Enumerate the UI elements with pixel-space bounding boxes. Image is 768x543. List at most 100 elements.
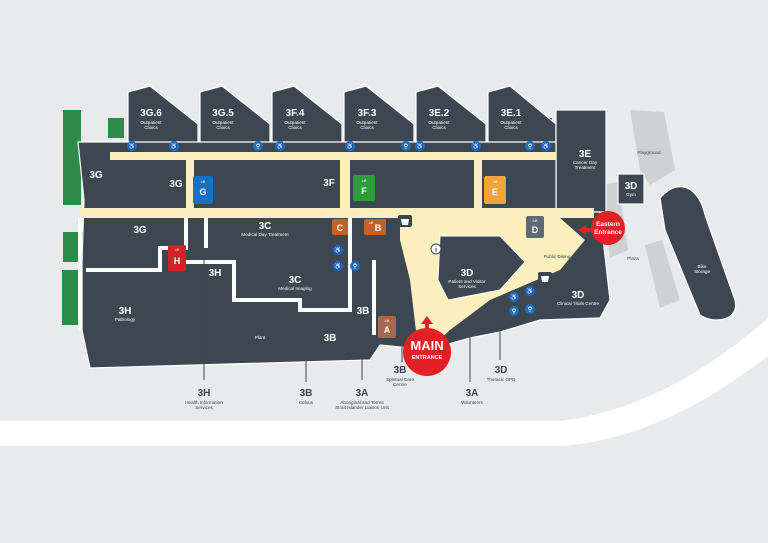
callout-text: Aboriginal and Torres xyxy=(340,400,384,405)
lift-tag: Lift xyxy=(533,219,538,223)
callout-3d-thoracic: 3D Thoracic OPD xyxy=(487,365,517,382)
callouts: 3H Health Information Services 3B Colous… xyxy=(185,365,516,410)
main-entrance-arrow xyxy=(421,316,433,334)
callout-code: 3B xyxy=(394,365,407,376)
lift-swatch xyxy=(484,176,506,204)
lift-g: Lift G xyxy=(193,176,213,204)
callout-text: Spiritual Care xyxy=(386,377,414,382)
lift-swatch xyxy=(526,216,544,238)
toilets-glyph: ⚲ xyxy=(404,143,408,150)
zone-3d-gym: 3D Gym xyxy=(625,181,638,197)
lift-a: Lift A xyxy=(378,316,396,338)
callout-text: Colous xyxy=(299,400,314,405)
cafe-icon xyxy=(398,215,412,227)
lift-letter: C xyxy=(337,223,344,233)
wing-sub: Clinics xyxy=(432,125,446,130)
callout-code: 3D xyxy=(495,365,508,376)
wing-code: 3E.1 xyxy=(501,108,522,119)
main-entrance-badge xyxy=(403,328,451,376)
zone-3g-west: 3G xyxy=(89,170,103,181)
road xyxy=(0,318,768,446)
zone-bike-storage: Storage xyxy=(694,269,711,274)
amenity-icons: ♿ ♿ ⚲ ♿ ♿ ⚲ ♿ ♿ ⚲ ♿ ♿ ♿ ⚲ ♿ ♿ ⚲ ⚲ i xyxy=(127,141,552,316)
callout-3h-health-info: 3H Health Information Services xyxy=(185,388,223,410)
wing-sub: Clinics xyxy=(216,125,230,130)
accessible-toilet-glyph: ♿ xyxy=(472,142,480,150)
accessible-toilet-icon: ♿ xyxy=(127,141,137,151)
callout-text: Strait Islander Liaison Unit xyxy=(335,405,389,410)
lift-swatch xyxy=(353,175,375,201)
zone-3c-day: 3C Medical Day Treatment xyxy=(241,221,289,237)
main-entrance-title: MAIN xyxy=(410,338,443,353)
wing-3g5: 3G.5 Outpatient Clinics xyxy=(212,108,234,130)
accessible-toilet-icon: ♿ xyxy=(415,141,425,151)
zone-code: 3H xyxy=(119,306,132,317)
wing-3e2: 3E.2 Outpatient Clinics xyxy=(428,108,450,130)
zone-3d-visitor: 3D Patient and Visitor Services xyxy=(448,268,486,289)
external-structures xyxy=(600,110,680,308)
wing-sub: Clinics xyxy=(288,125,302,130)
wing-sub: Outpatient xyxy=(284,120,306,125)
lift-f: Lift F xyxy=(353,175,375,201)
accessible-toilet-glyph: ♿ xyxy=(346,142,354,150)
lift-h: Lift H xyxy=(168,245,186,271)
lift-swatch xyxy=(364,219,386,235)
information-icon: i xyxy=(430,243,442,255)
eastern-entrance-sub: Entrance xyxy=(594,229,622,236)
callout-text: Thoracic OPD xyxy=(487,377,517,382)
callout-code: 3B xyxy=(300,388,313,399)
zone-bike-storage: Bike xyxy=(698,264,707,269)
lift-swatch xyxy=(378,316,396,338)
wing-sub: Clinics xyxy=(360,125,374,130)
toilets-glyph: ⚲ xyxy=(353,263,357,270)
lifts: Lift G Lift F Lift E Lift H C Lift B xyxy=(168,175,544,338)
cafe-cup xyxy=(541,276,549,282)
wing-sub: Outpatient xyxy=(212,120,234,125)
callout-lines xyxy=(203,255,501,382)
lift-letter: H xyxy=(174,256,181,266)
zone-sub: Gym xyxy=(626,192,636,197)
lift-letter: E xyxy=(492,187,498,197)
zone-3f: 3F xyxy=(323,178,335,189)
lift-tag: Lift xyxy=(385,319,390,323)
lift-d: Lift D xyxy=(526,216,544,238)
zone-3c-imaging: 3C Medical Imaging xyxy=(278,275,312,291)
toilets-icon: ⚲ xyxy=(525,141,535,151)
zone-public-dining: Public Dining xyxy=(544,254,571,259)
wing-3e1: 3E.1 Outpatient Clinics xyxy=(500,108,522,130)
eastern-entrance[interactable]: Eastern Entrance xyxy=(578,211,625,245)
callout-text: Centre xyxy=(393,382,407,387)
main-entrance[interactable]: MAIN ENTRANCE xyxy=(403,316,451,376)
lift-e: Lift E xyxy=(484,176,506,204)
accessible-toilet-icon: ♿ xyxy=(471,141,481,151)
toilets-glyph: ⚲ xyxy=(512,308,516,315)
zone-code: 3C xyxy=(259,221,272,232)
callout-code: 3A xyxy=(466,388,479,399)
zone-code: 3D xyxy=(625,181,638,192)
toilets-icon: ⚲ xyxy=(401,141,411,151)
zone-playground: Playground xyxy=(637,150,661,155)
cafe-cup xyxy=(401,219,409,225)
accessible-toilet-glyph: ♿ xyxy=(542,142,550,150)
lift-tag: Lift xyxy=(362,179,367,183)
callout-3b-spiritual: 3B Spiritual Care Centre xyxy=(386,365,414,387)
zone-sub: Medical Day Treatment xyxy=(241,232,289,237)
wing-labels: 3G.6 Outpatient Clinics 3G.5 Outpatient … xyxy=(140,108,522,130)
zone-code: 3C xyxy=(289,275,302,286)
accessible-toilet-icon: ♿ xyxy=(333,245,343,255)
zone-sub: Pathology xyxy=(115,317,136,322)
zone-3b-north: 3B xyxy=(357,306,370,317)
accessible-toilet-glyph: ♿ xyxy=(334,262,342,270)
eastern-entrance-arrow xyxy=(578,225,594,235)
lift-letter: A xyxy=(384,325,391,335)
accessible-toilet-glyph: ♿ xyxy=(170,142,178,150)
accessible-toilet-icon: ♿ xyxy=(541,141,551,151)
accessible-toilet-icon: ♿ xyxy=(169,141,179,151)
accessible-toilet-glyph: ♿ xyxy=(416,142,424,150)
callout-3a-volunteers: 3A Volunteers xyxy=(461,388,483,405)
wing-3f4: 3F.4 Outpatient Clinics xyxy=(284,108,306,130)
zone-code: 3D xyxy=(572,290,585,301)
wing-3f3: 3F.3 Outpatient Clinics xyxy=(356,108,378,130)
accessible-toilet-glyph: ♿ xyxy=(276,142,284,150)
wing-sub: Outpatient xyxy=(428,120,450,125)
